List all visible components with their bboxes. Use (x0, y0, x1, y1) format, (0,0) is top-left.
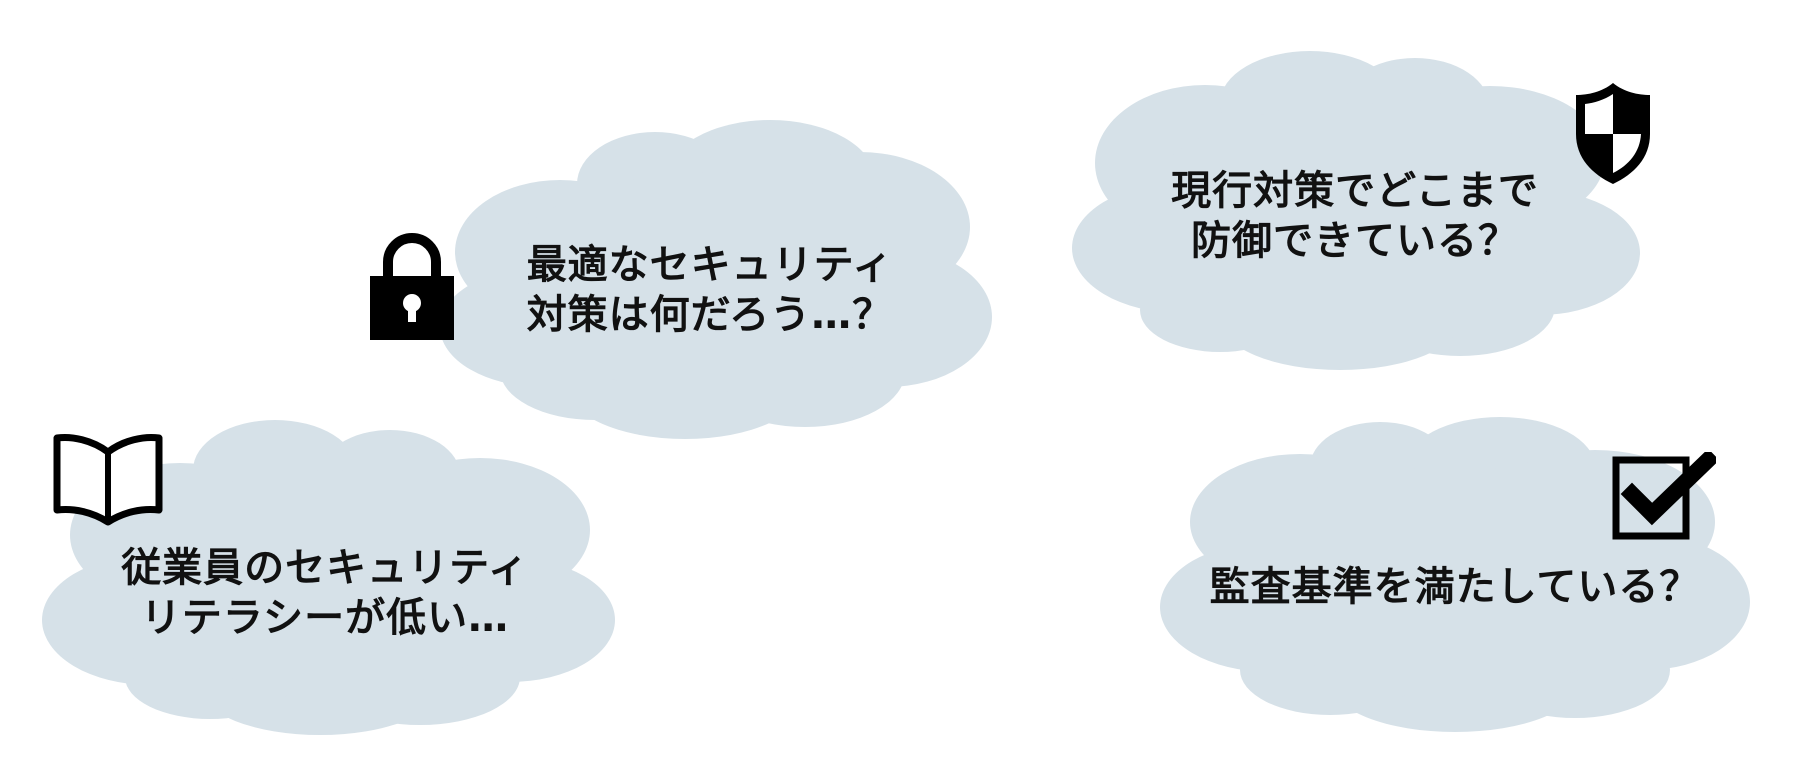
cloud-text-line: 現行対策でどこまで (1171, 168, 1539, 214)
cloud-text: 監査基準を満たしている？ (1155, 562, 1755, 612)
cloud-text: 従業員のセキュリティ リテラシーが低い… (40, 543, 610, 643)
cloud-text-line: 最適なセキュリティ (526, 242, 894, 288)
cloud-shape (440, 120, 992, 439)
padlock-icon (368, 226, 456, 340)
cloud-audit: 監査基準を満たしている？ (1155, 412, 1755, 732)
cloud-current-defense: 現行対策でどこまで 防御できている？ (1070, 48, 1640, 370)
open-book-icon (52, 430, 164, 526)
cloud-text-line: 従業員のセキュリティ (121, 545, 529, 591)
cloud-literacy: 従業員のセキュリティ リテラシーが低い… (40, 415, 615, 735)
cloud-text-line: 防御できている？ (1191, 218, 1519, 264)
cloud-security-measures: 最適なセキュリティ 対策は何だろう…？ (425, 120, 995, 442)
cloud-shape (42, 420, 615, 735)
cloud-shape (1160, 417, 1750, 732)
shield-icon (1572, 80, 1654, 186)
cloud-text: 最適なセキュリティ 対策は何だろう…？ (425, 240, 995, 340)
cloud-text-line: リテラシーが低い… (140, 595, 510, 641)
cloud-shape (1072, 51, 1640, 370)
cloud-text-line: 対策は何だろう…？ (526, 292, 894, 338)
checkbox-icon (1612, 448, 1720, 542)
cloud-text: 現行対策でどこまで 防御できている？ (1070, 166, 1640, 266)
cloud-text-line: 監査基準を満たしている？ (1209, 564, 1701, 610)
